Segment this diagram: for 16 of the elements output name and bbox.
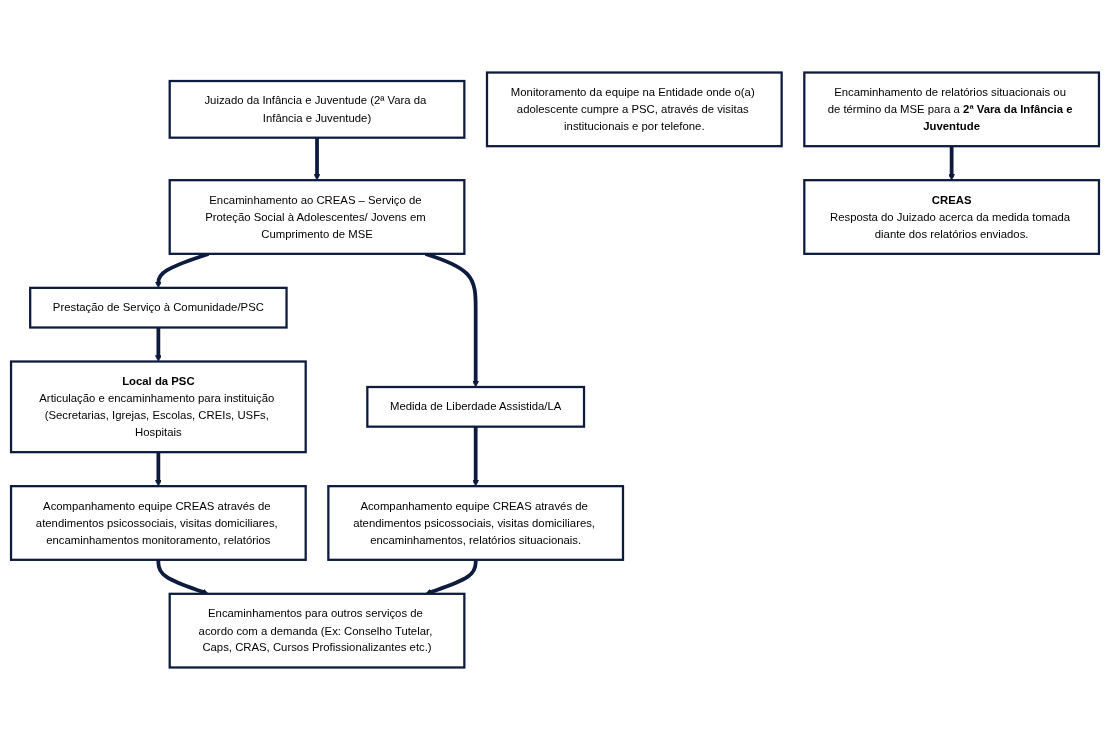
node-box: Acompanhamento equipe CREAS através de atendimentos psicossociais, visitas domiciliares, encaminhamentos, relatórios situacionais. — [327, 485, 625, 561]
node-box: Acompanhamento equipe CREAS através de atendimentos psicossociais, visitas domiciliares, encaminhamentos monitoramento, relatórios — [9, 485, 307, 561]
node-box: Prestação de Serviço à Comunidade/PSC — [29, 286, 288, 329]
arrow — [155, 327, 162, 362]
arrow — [313, 137, 321, 181]
node-box: CREAS Resposta do Juizado acerca da medida tomada diante dos relatórios enviados. — [803, 179, 1101, 255]
node-box: Medida de Liberdade Assistida/LA — [366, 385, 586, 428]
node-box: Encaminhamento de relatórios situacionais ou de término da MSE para a 2ª Vara da Infância e Juventude — [803, 71, 1101, 148]
node-box: Local da PSC Articulação e encaminhamento para instituição (Secretarias, Igrejas, Escolas, CREIs, USFs, Hospitais — [9, 360, 307, 454]
node-box: Monitoramento da equipe na Entidade onde o(a) adolescente cumpre a PSC, através de visitas institucionais e por telefone. — [485, 71, 783, 148]
arrow — [472, 426, 479, 487]
node-box: Juizado da Infância e Juventude (2ª Vara da Infância e Juventude) — [168, 79, 466, 139]
arrow — [948, 146, 955, 181]
node-box: Encaminhamento ao CREAS – Serviço de Proteção Social à Adolescentes/ Jovens em Cumprimento de MSE — [168, 179, 466, 255]
arrow — [155, 452, 162, 487]
node-box: Encaminhamentos para outros serviços de acordo com a demanda (Ex: Conselho Tutelar, Caps, CRAS, Cursos Profissionalizantes etc.) — [168, 592, 466, 669]
